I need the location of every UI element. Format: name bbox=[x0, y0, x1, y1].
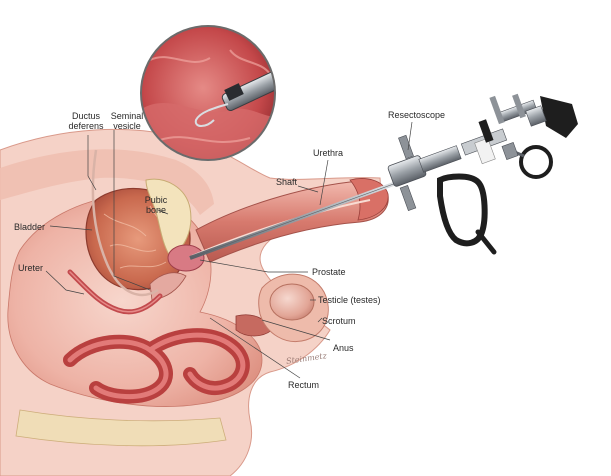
leader-anus bbox=[261, 319, 331, 341]
abdominal-wall bbox=[0, 149, 214, 215]
label-ductus-deferens: Ductus deferens bbox=[68, 111, 104, 131]
label-shaft: Shaft bbox=[276, 177, 298, 187]
leader-shaft bbox=[297, 185, 319, 193]
leader-bladder bbox=[49, 225, 93, 231]
label-urethra: Urethra bbox=[313, 148, 344, 158]
label-ureter: Ureter bbox=[18, 263, 44, 273]
leader-seminal-vesicle bbox=[113, 130, 151, 291]
bladder-folds bbox=[103, 205, 177, 269]
label-bladder: Bladder bbox=[14, 222, 46, 232]
label-pubic-bone: Pubic bone bbox=[144, 195, 168, 215]
leader-lines bbox=[45, 121, 413, 379]
sacrum-band bbox=[15, 409, 227, 447]
resectoscope-device bbox=[387, 93, 578, 255]
leader-rectum bbox=[209, 317, 301, 379]
label-scrotum: Scrotum bbox=[322, 316, 356, 326]
prostate-gland bbox=[167, 244, 205, 272]
label-anus: Anus bbox=[333, 343, 354, 353]
label-rectum: Rectum bbox=[288, 380, 320, 390]
leader-ductus-deferens bbox=[87, 135, 97, 191]
leader-resectoscope bbox=[407, 121, 413, 151]
leader-pubic-bone bbox=[157, 209, 169, 215]
label-testicle: Testicle (testes) bbox=[318, 295, 381, 305]
leader-urethra bbox=[319, 159, 329, 206]
label-seminal-vesicle: Seminal vesicle bbox=[110, 111, 144, 131]
testicle-shape bbox=[269, 283, 315, 321]
leader-ureter bbox=[45, 270, 85, 295]
leader-prostate bbox=[199, 259, 308, 273]
label-resectoscope: Resectoscope bbox=[388, 110, 446, 120]
ductus-deferens-tube bbox=[91, 149, 159, 297]
leader-scrotum bbox=[317, 317, 323, 323]
label-prostate: Prostate bbox=[312, 267, 346, 277]
